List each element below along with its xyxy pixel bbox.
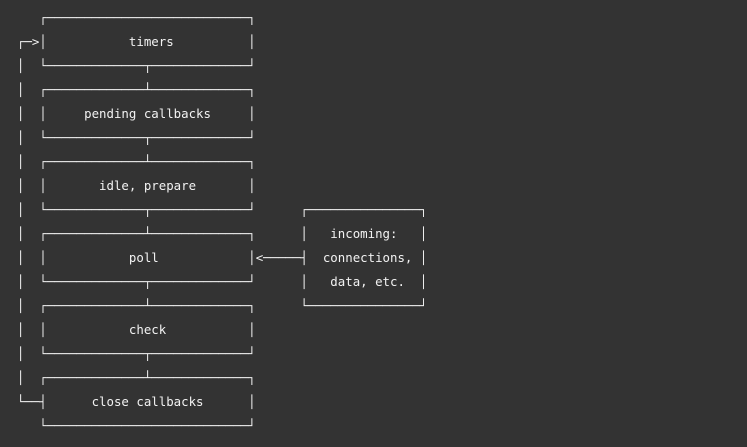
ascii-line-9: │ ┌─────────────┴─────────────┐ │ incomi… <box>17 226 428 241</box>
ascii-line-11: │ └─────────────┬─────────────┘ │ data, … <box>17 274 428 289</box>
ascii-line-14: │ └─────────────┬─────────────┘ <box>17 346 256 361</box>
ascii-line-1: ┌─>│ timers │ <box>17 34 256 49</box>
ascii-line-8: │ └─────────────┬─────────────┘ ┌───────… <box>17 202 428 217</box>
ascii-line-6: │ ┌─────────────┴─────────────┐ <box>17 154 256 169</box>
ascii-line-16: └──┤ close callbacks │ <box>17 394 256 409</box>
ascii-line-17: └───────────────────────────┘ <box>17 418 256 433</box>
ascii-line-3: │ ┌─────────────┴─────────────┐ <box>17 82 256 97</box>
event-loop-ascii-diagram: ┌───────────────────────────┐ ┌─>│ timers… <box>17 6 427 438</box>
ascii-line-5: │ └─────────────┬─────────────┘ <box>17 130 256 145</box>
ascii-line-13: │ │ check │ <box>17 322 256 337</box>
ascii-line-7: │ │ idle, prepare │ <box>17 178 256 193</box>
ascii-line-12: │ ┌─────────────┴─────────────┐ └───────… <box>17 298 428 313</box>
ascii-line-4: │ │ pending callbacks │ <box>17 106 256 121</box>
ascii-line-10: │ │ poll │<─────┤ connections, │ <box>17 250 428 265</box>
ascii-line-15: │ ┌─────────────┴─────────────┐ <box>17 370 256 385</box>
ascii-line-0: ┌───────────────────────────┐ <box>17 10 256 25</box>
ascii-line-2: │ └─────────────┬─────────────┘ <box>17 58 256 73</box>
